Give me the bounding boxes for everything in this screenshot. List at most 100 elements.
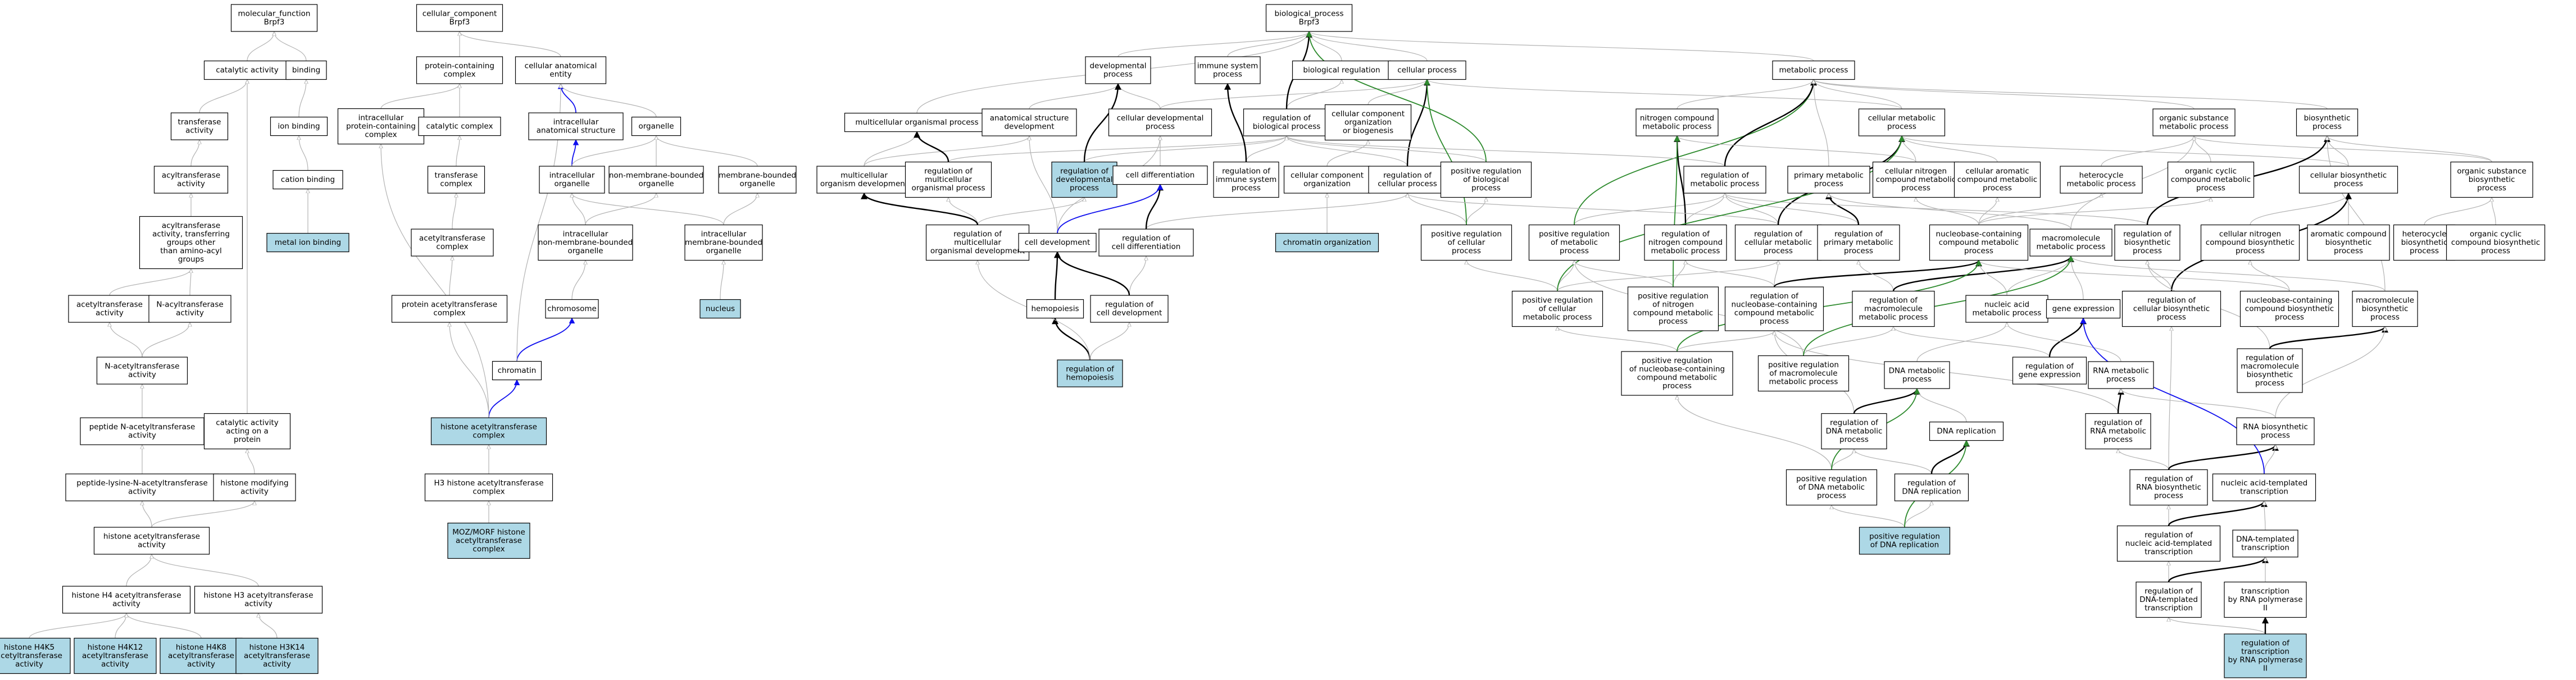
go-term-node-catcx[interactable]: catalytic complex [418, 116, 501, 136]
go-term-node-chromosome[interactable]: chromosome [545, 299, 599, 319]
go-term-node-chromorg[interactable]: chromatin organization [1275, 232, 1379, 253]
go-term-node-regmbp[interactable]: regulation ofmacromoleculebiosyntheticpr… [2237, 348, 2303, 393]
go-term-node-regnccmp[interactable]: regulation ofnucleobase-containingcompou… [1724, 286, 1824, 331]
go-term-node-nucleus[interactable]: nucleus [699, 299, 741, 319]
go-term-node-metalb[interactable]: metal ion binding [266, 232, 349, 253]
go-term-node-chromatin[interactable]: chromatin [492, 360, 542, 381]
go-term-node-hemop[interactable]: hemopoiesis [1026, 299, 1084, 319]
go-term-node-mcop[interactable]: multicellular organismal process [844, 112, 990, 133]
go-term-node-geneexp[interactable]: gene expression [2046, 299, 2121, 319]
go-term-node-cationb[interactable]: cation binding [272, 170, 343, 190]
go-term-node-organelle[interactable]: organelle [631, 116, 682, 136]
go-term-node-inmbo[interactable]: intracellularnon-membrane-boundedorganel… [538, 224, 633, 261]
go-term-node-bind[interactable]: binding [285, 60, 327, 80]
go-term-node-dnarep[interactable]: DNA replication [1929, 421, 2004, 441]
go-term-node-bioreg[interactable]: biological regulation [1292, 60, 1392, 80]
go-term-node-celldevel[interactable]: cell development [1018, 232, 1097, 253]
go-term-node-cellp[interactable]: cellular process [1388, 60, 1466, 80]
